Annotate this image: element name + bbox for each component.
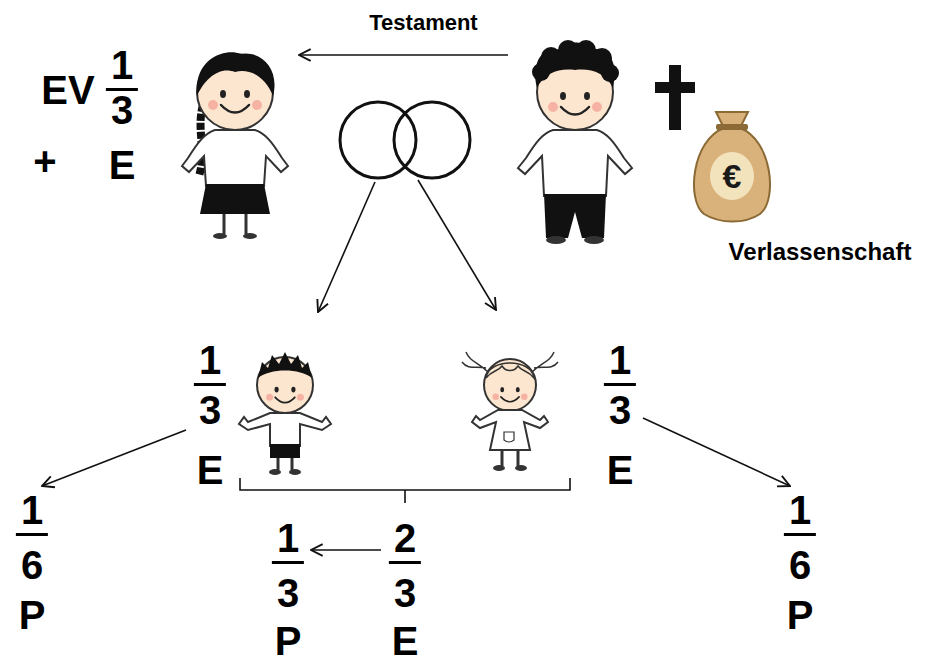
foot xyxy=(493,465,505,471)
share-fraction: 1 3P xyxy=(268,518,307,663)
pocket xyxy=(504,432,514,442)
son-figure xyxy=(239,352,331,475)
fraction-denominator: 3 xyxy=(394,573,416,613)
share-fraction: 2 3E xyxy=(385,518,424,663)
share-type: E xyxy=(607,450,634,490)
shirt xyxy=(239,413,331,446)
fraction-denominator: 3 xyxy=(111,90,133,130)
fraction-denominator: 6 xyxy=(21,545,43,585)
share-type: E xyxy=(109,145,136,185)
bracket xyxy=(240,478,570,503)
foot xyxy=(269,469,281,475)
shirt xyxy=(518,130,632,196)
leg xyxy=(501,450,504,466)
fraction-numerator: 1 xyxy=(272,518,304,564)
heir-code: EV xyxy=(41,70,94,110)
estate-label: Verlassenschaft xyxy=(729,240,912,264)
cross-bar xyxy=(669,65,681,130)
arrow-connector xyxy=(643,418,790,486)
leg xyxy=(245,214,248,234)
plus-sign: + xyxy=(33,141,56,181)
fraction-denominator: 6 xyxy=(789,545,811,585)
money-bag xyxy=(694,112,770,222)
face xyxy=(492,387,527,402)
deceased-figure: € Verlassenschaft xyxy=(512,40,914,266)
fraction-denominator: 3 xyxy=(609,390,631,430)
hair-curl xyxy=(558,40,578,60)
share-type: P xyxy=(787,595,814,635)
share-fraction: 13E xyxy=(600,340,639,492)
descent-arrow xyxy=(418,180,496,310)
bag-tie xyxy=(716,124,748,130)
fraction-numerator: 2 xyxy=(389,518,421,564)
leg xyxy=(223,214,226,234)
spouse-figure: EV +13E xyxy=(30,40,295,245)
arrow-connector xyxy=(311,549,381,551)
fraction-numerator: 1 xyxy=(604,340,636,386)
share-type: E xyxy=(197,450,224,490)
share-fraction: 13E xyxy=(190,340,229,492)
death-cross xyxy=(655,65,695,130)
shorts xyxy=(270,444,300,458)
head xyxy=(484,359,536,411)
cross-bar xyxy=(655,82,695,93)
ring xyxy=(394,102,470,178)
share-fraction: 1 6P xyxy=(12,490,51,637)
husband-figure xyxy=(518,40,632,244)
hair xyxy=(258,352,312,378)
arrow-connector xyxy=(299,54,508,56)
shoe xyxy=(584,236,604,244)
fraction-numerator: 1 xyxy=(194,340,226,386)
face xyxy=(548,92,602,115)
share-fraction: 1 6P xyxy=(780,490,819,637)
hair xyxy=(486,363,534,378)
bag-body xyxy=(694,112,770,222)
foot xyxy=(515,465,527,471)
currency-symbol: € xyxy=(723,159,742,193)
bag-highlight xyxy=(710,152,754,200)
skirt xyxy=(200,184,270,214)
edge-label: Testament xyxy=(366,11,480,35)
fraction-numerator: 1 xyxy=(784,490,816,536)
leg xyxy=(277,458,280,470)
wife-figure xyxy=(182,52,288,239)
wedding-rings xyxy=(340,102,470,178)
foot xyxy=(243,233,257,239)
arrow-connector xyxy=(42,430,186,486)
hair-curl xyxy=(601,64,619,82)
fraction-numerator: 1 xyxy=(16,490,48,536)
share-type: P xyxy=(19,595,46,635)
fraction-numerator: 1 xyxy=(106,45,138,91)
face xyxy=(266,387,304,403)
face xyxy=(208,90,262,113)
foot xyxy=(213,233,227,239)
leg xyxy=(517,450,520,466)
share-type: P xyxy=(275,621,302,661)
hair xyxy=(197,52,275,96)
daughter-figure xyxy=(462,352,558,471)
leg xyxy=(291,458,294,470)
fraction-denominator: 3 xyxy=(199,390,221,430)
dress xyxy=(472,410,548,450)
trousers xyxy=(544,194,606,238)
shoe xyxy=(546,236,566,244)
share-type: E xyxy=(392,621,419,661)
fraction-denominator: 3 xyxy=(277,573,299,613)
descent-arrow xyxy=(318,182,375,312)
shirt xyxy=(182,130,288,186)
pigtail xyxy=(462,352,488,372)
foot xyxy=(289,469,301,475)
pigtail xyxy=(532,352,558,372)
